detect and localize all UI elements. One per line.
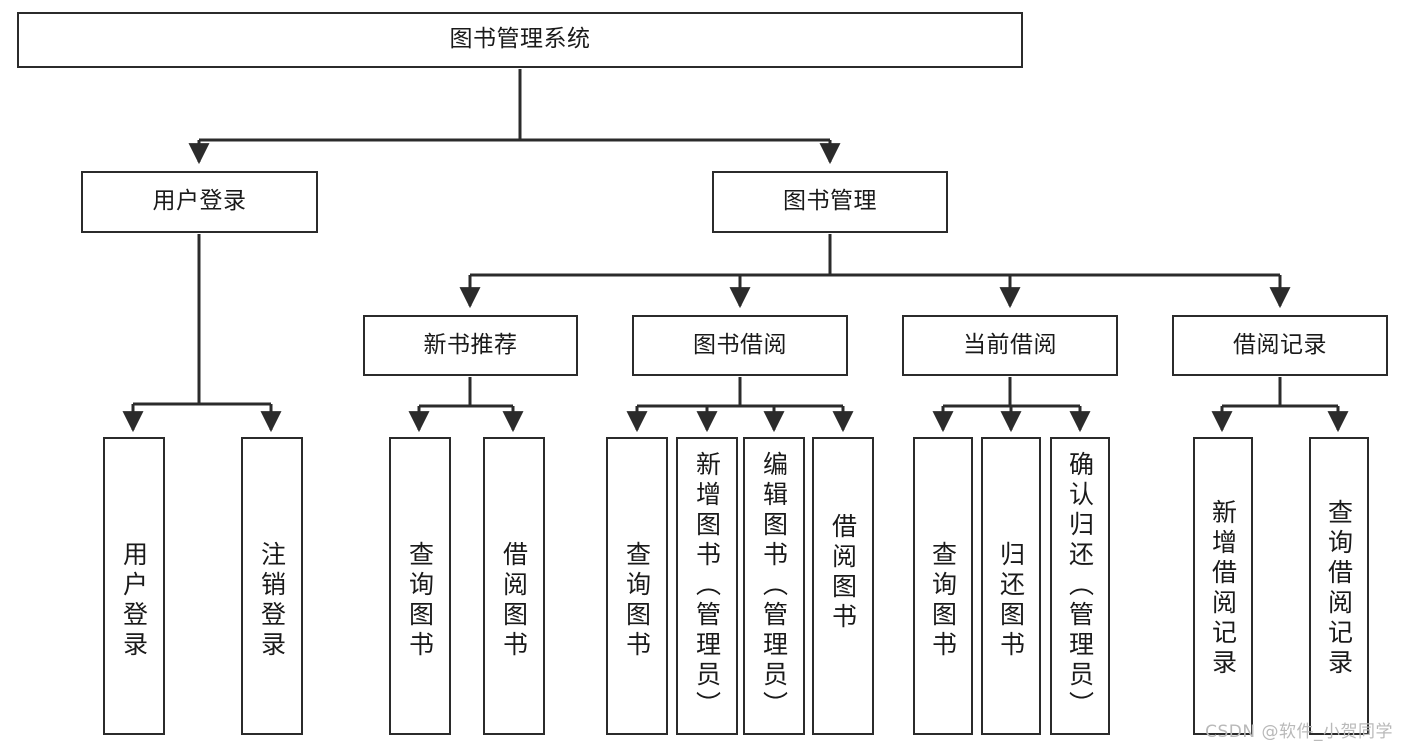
node-label: 编辑图书（管理员） bbox=[759, 451, 789, 721]
leaf-book-borrow-query-books[interactable]: 查询图书 bbox=[606, 437, 668, 735]
node-root-book-management-system[interactable]: 图书管理系统 bbox=[17, 12, 1023, 68]
node-label: 新增借阅记录 bbox=[1208, 499, 1238, 679]
node-label: 归还图书 bbox=[996, 541, 1026, 661]
node-label: 查询图书 bbox=[622, 541, 652, 661]
node-book-management[interactable]: 图书管理 bbox=[712, 171, 948, 233]
node-label: 借阅图书 bbox=[499, 541, 529, 661]
node-label: 查询借阅记录 bbox=[1324, 499, 1354, 679]
node-label: 查询图书 bbox=[928, 541, 958, 661]
node-user-login[interactable]: 用户登录 bbox=[81, 171, 318, 233]
node-label: 借阅记录 bbox=[1233, 331, 1327, 358]
node-label: 图书管理系统 bbox=[449, 26, 591, 53]
node-label: 用户登录 bbox=[119, 541, 149, 661]
node-current-borrowing[interactable]: 当前借阅 bbox=[902, 315, 1118, 376]
node-book-borrowing[interactable]: 图书借阅 bbox=[632, 315, 848, 376]
node-label: 新书推荐 bbox=[423, 331, 518, 358]
leaf-current-borrow-query-books[interactable]: 查询图书 bbox=[913, 437, 973, 735]
node-label: 借阅图书 bbox=[828, 513, 858, 633]
node-label: 当前借阅 bbox=[963, 331, 1057, 358]
leaf-borrow-record-add-record[interactable]: 新增借阅记录 bbox=[1193, 437, 1253, 735]
leaf-user-login-login[interactable]: 用户登录 bbox=[103, 437, 165, 735]
leaf-current-borrow-return-books[interactable]: 归还图书 bbox=[981, 437, 1041, 735]
leaf-book-borrow-edit-book-admin[interactable]: 编辑图书（管理员） bbox=[743, 437, 805, 735]
watermark-text: CSDN @软件_小贺同学 bbox=[1205, 722, 1393, 742]
leaf-new-book-borrow-books[interactable]: 借阅图书 bbox=[483, 437, 545, 735]
node-label: 查询图书 bbox=[405, 541, 435, 661]
leaf-current-borrow-confirm-return-admin[interactable]: 确认归还（管理员） bbox=[1050, 437, 1110, 735]
leaf-new-book-query-books[interactable]: 查询图书 bbox=[389, 437, 451, 735]
leaf-book-borrow-borrow-books[interactable]: 借阅图书 bbox=[812, 437, 874, 735]
leaf-user-login-logout[interactable]: 注销登录 bbox=[241, 437, 303, 735]
leaf-book-borrow-add-book-admin[interactable]: 新增图书（管理员） bbox=[676, 437, 738, 735]
node-label: 图书管理 bbox=[783, 188, 877, 215]
node-label: 用户登录 bbox=[152, 188, 247, 215]
node-label: 新增图书（管理员） bbox=[692, 451, 722, 721]
node-label: 注销登录 bbox=[257, 541, 287, 661]
node-borrowing-record[interactable]: 借阅记录 bbox=[1172, 315, 1388, 376]
node-label: 确认归还（管理员） bbox=[1065, 451, 1095, 721]
node-new-book-recommendation[interactable]: 新书推荐 bbox=[363, 315, 578, 376]
node-label: 图书借阅 bbox=[693, 331, 787, 358]
leaf-borrow-record-query-record[interactable]: 查询借阅记录 bbox=[1309, 437, 1369, 735]
